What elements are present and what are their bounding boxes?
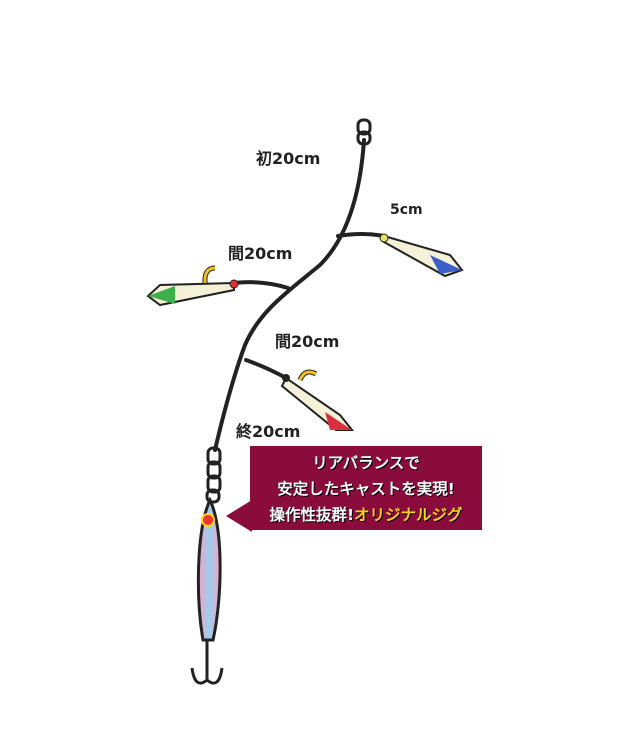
- label-5cm: 5cm: [390, 202, 423, 218]
- label-last-20cm: 終20cm: [236, 422, 301, 441]
- label-between-20cm-1: 間20cm: [228, 244, 293, 263]
- branch-right-top: [336, 232, 386, 238]
- lure-bottom-right-icon: [280, 369, 355, 431]
- lure-left-icon: [146, 265, 239, 307]
- callout-line3: 操作性抜群!オリジナルジグ: [250, 502, 482, 528]
- top-swivel-icon: [356, 118, 372, 146]
- branch-right-bottom: [244, 358, 288, 380]
- callout-box: リアバランスで 安定したキャストを実現! 操作性抜群!オリジナルジグ: [250, 446, 482, 530]
- callout-line3-prefix: 操作性抜群!: [269, 506, 355, 524]
- callout-line2: 安定したキャストを実現!: [277, 480, 455, 498]
- jig-icon: [196, 496, 222, 642]
- label-first-20cm: 初20cm: [256, 149, 321, 168]
- lure-top-right-icon: [379, 233, 464, 278]
- swivel-chain-icon: [205, 446, 222, 504]
- callout-highlight: オリジナルジグ: [354, 506, 463, 524]
- callout-line1: リアバランスで: [312, 454, 420, 472]
- treble-hook-icon: [190, 640, 224, 685]
- branch-left: [232, 280, 290, 290]
- callout-pointer: [226, 500, 252, 532]
- label-between-20cm-2: 間20cm: [275, 332, 340, 351]
- main-line: [213, 138, 366, 452]
